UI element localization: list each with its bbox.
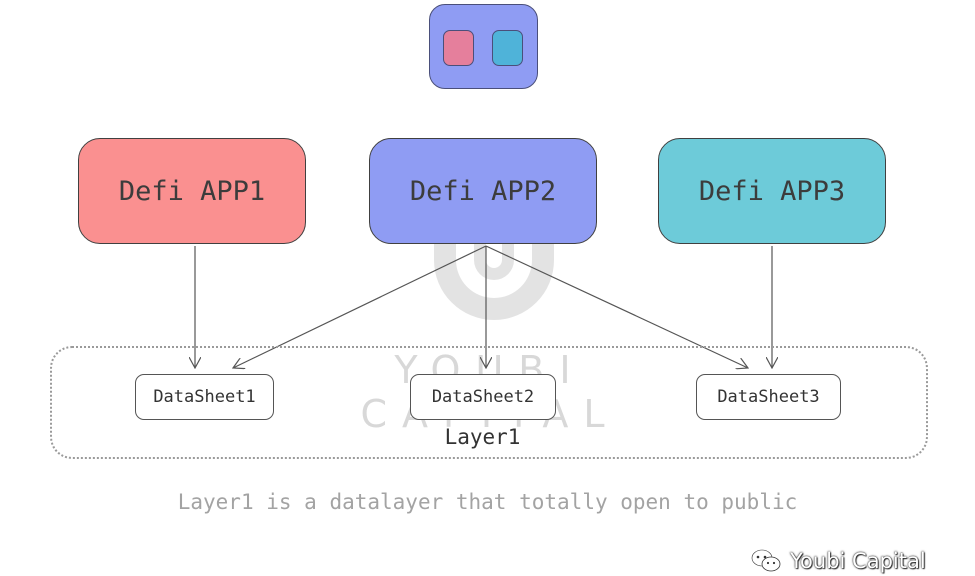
caption-text: Layer1 is a datalayer that totally open … xyxy=(177,490,798,514)
datasheet1-box: DataSheet1 xyxy=(135,374,274,420)
datasheet3-box: DataSheet3 xyxy=(696,374,841,420)
defi-app3-box: Defi APP3 xyxy=(658,138,886,244)
datasheet2-box: DataSheet2 xyxy=(410,374,556,420)
brand-badge: Youbi Capital xyxy=(750,546,926,576)
brand-text: Youbi Capital xyxy=(790,549,926,573)
layer1-label: Layer1 xyxy=(444,425,521,449)
wechat-icon xyxy=(751,549,781,572)
wallet-chip-pink xyxy=(443,30,474,66)
defi-app1-box: Defi APP1 xyxy=(78,138,306,244)
wallet-node xyxy=(429,4,538,89)
wallet-chip-blue xyxy=(492,30,523,66)
layer1-group xyxy=(50,346,928,459)
defi-app2-box: Defi APP2 xyxy=(369,138,597,244)
